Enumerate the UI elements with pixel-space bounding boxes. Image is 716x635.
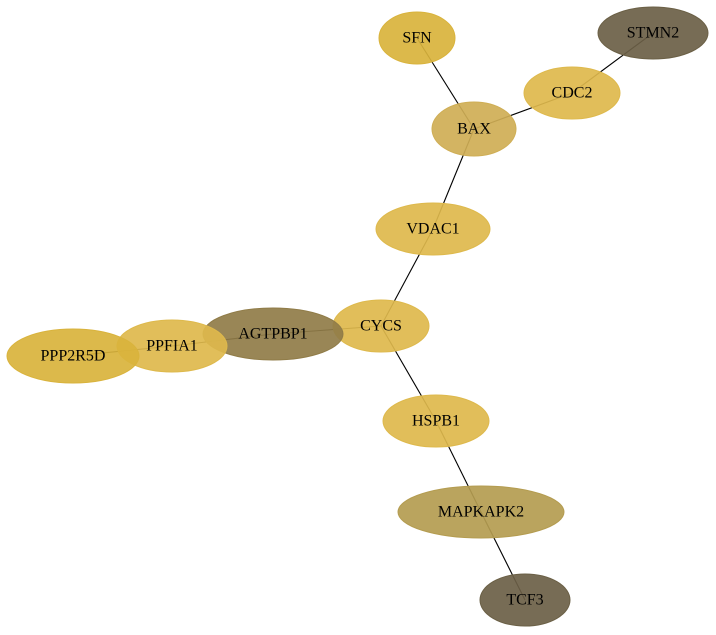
node-label: TCF3 xyxy=(506,592,543,609)
node-ppp2r5d[interactable]: PPP2R5D xyxy=(6,328,140,384)
node-sfn[interactable]: SFN xyxy=(378,11,456,65)
node-label: PPFIA1 xyxy=(146,338,198,355)
node-cdc2[interactable]: CDC2 xyxy=(523,66,621,120)
node-ellipse xyxy=(375,202,491,256)
node-label: VDAC1 xyxy=(406,221,459,238)
node-label: HSPB1 xyxy=(412,413,460,430)
node-hspb1[interactable]: HSPB1 xyxy=(382,394,490,448)
node-ellipse xyxy=(479,573,571,627)
node-ellipse xyxy=(397,485,565,539)
node-agtpbp1[interactable]: AGTPBP1 xyxy=(202,307,344,361)
node-ellipse xyxy=(431,101,517,157)
node-stmn2[interactable]: STMN2 xyxy=(597,6,709,60)
node-ellipse xyxy=(597,6,709,60)
node-ppfia1[interactable]: PPFIA1 xyxy=(116,319,228,373)
node-label: SFN xyxy=(402,30,432,47)
node-ellipse xyxy=(382,394,490,448)
node-ellipse xyxy=(6,328,140,384)
node-label: PPP2R5D xyxy=(41,348,106,365)
node-tcf3[interactable]: TCF3 xyxy=(479,573,571,627)
node-label: BAX xyxy=(457,121,491,138)
node-bax[interactable]: BAX xyxy=(431,101,517,157)
node-label: AGTPBP1 xyxy=(238,326,307,343)
node-ellipse xyxy=(523,66,621,120)
node-mapkapk2[interactable]: MAPKAPK2 xyxy=(397,485,565,539)
node-label: CYCS xyxy=(360,318,402,335)
node-label: CDC2 xyxy=(552,85,593,102)
node-ellipse xyxy=(378,11,456,65)
node-vdac1[interactable]: VDAC1 xyxy=(375,202,491,256)
node-cycs[interactable]: CYCS xyxy=(332,299,430,353)
node-label: MAPKAPK2 xyxy=(438,504,524,521)
node-label: STMN2 xyxy=(627,25,679,42)
